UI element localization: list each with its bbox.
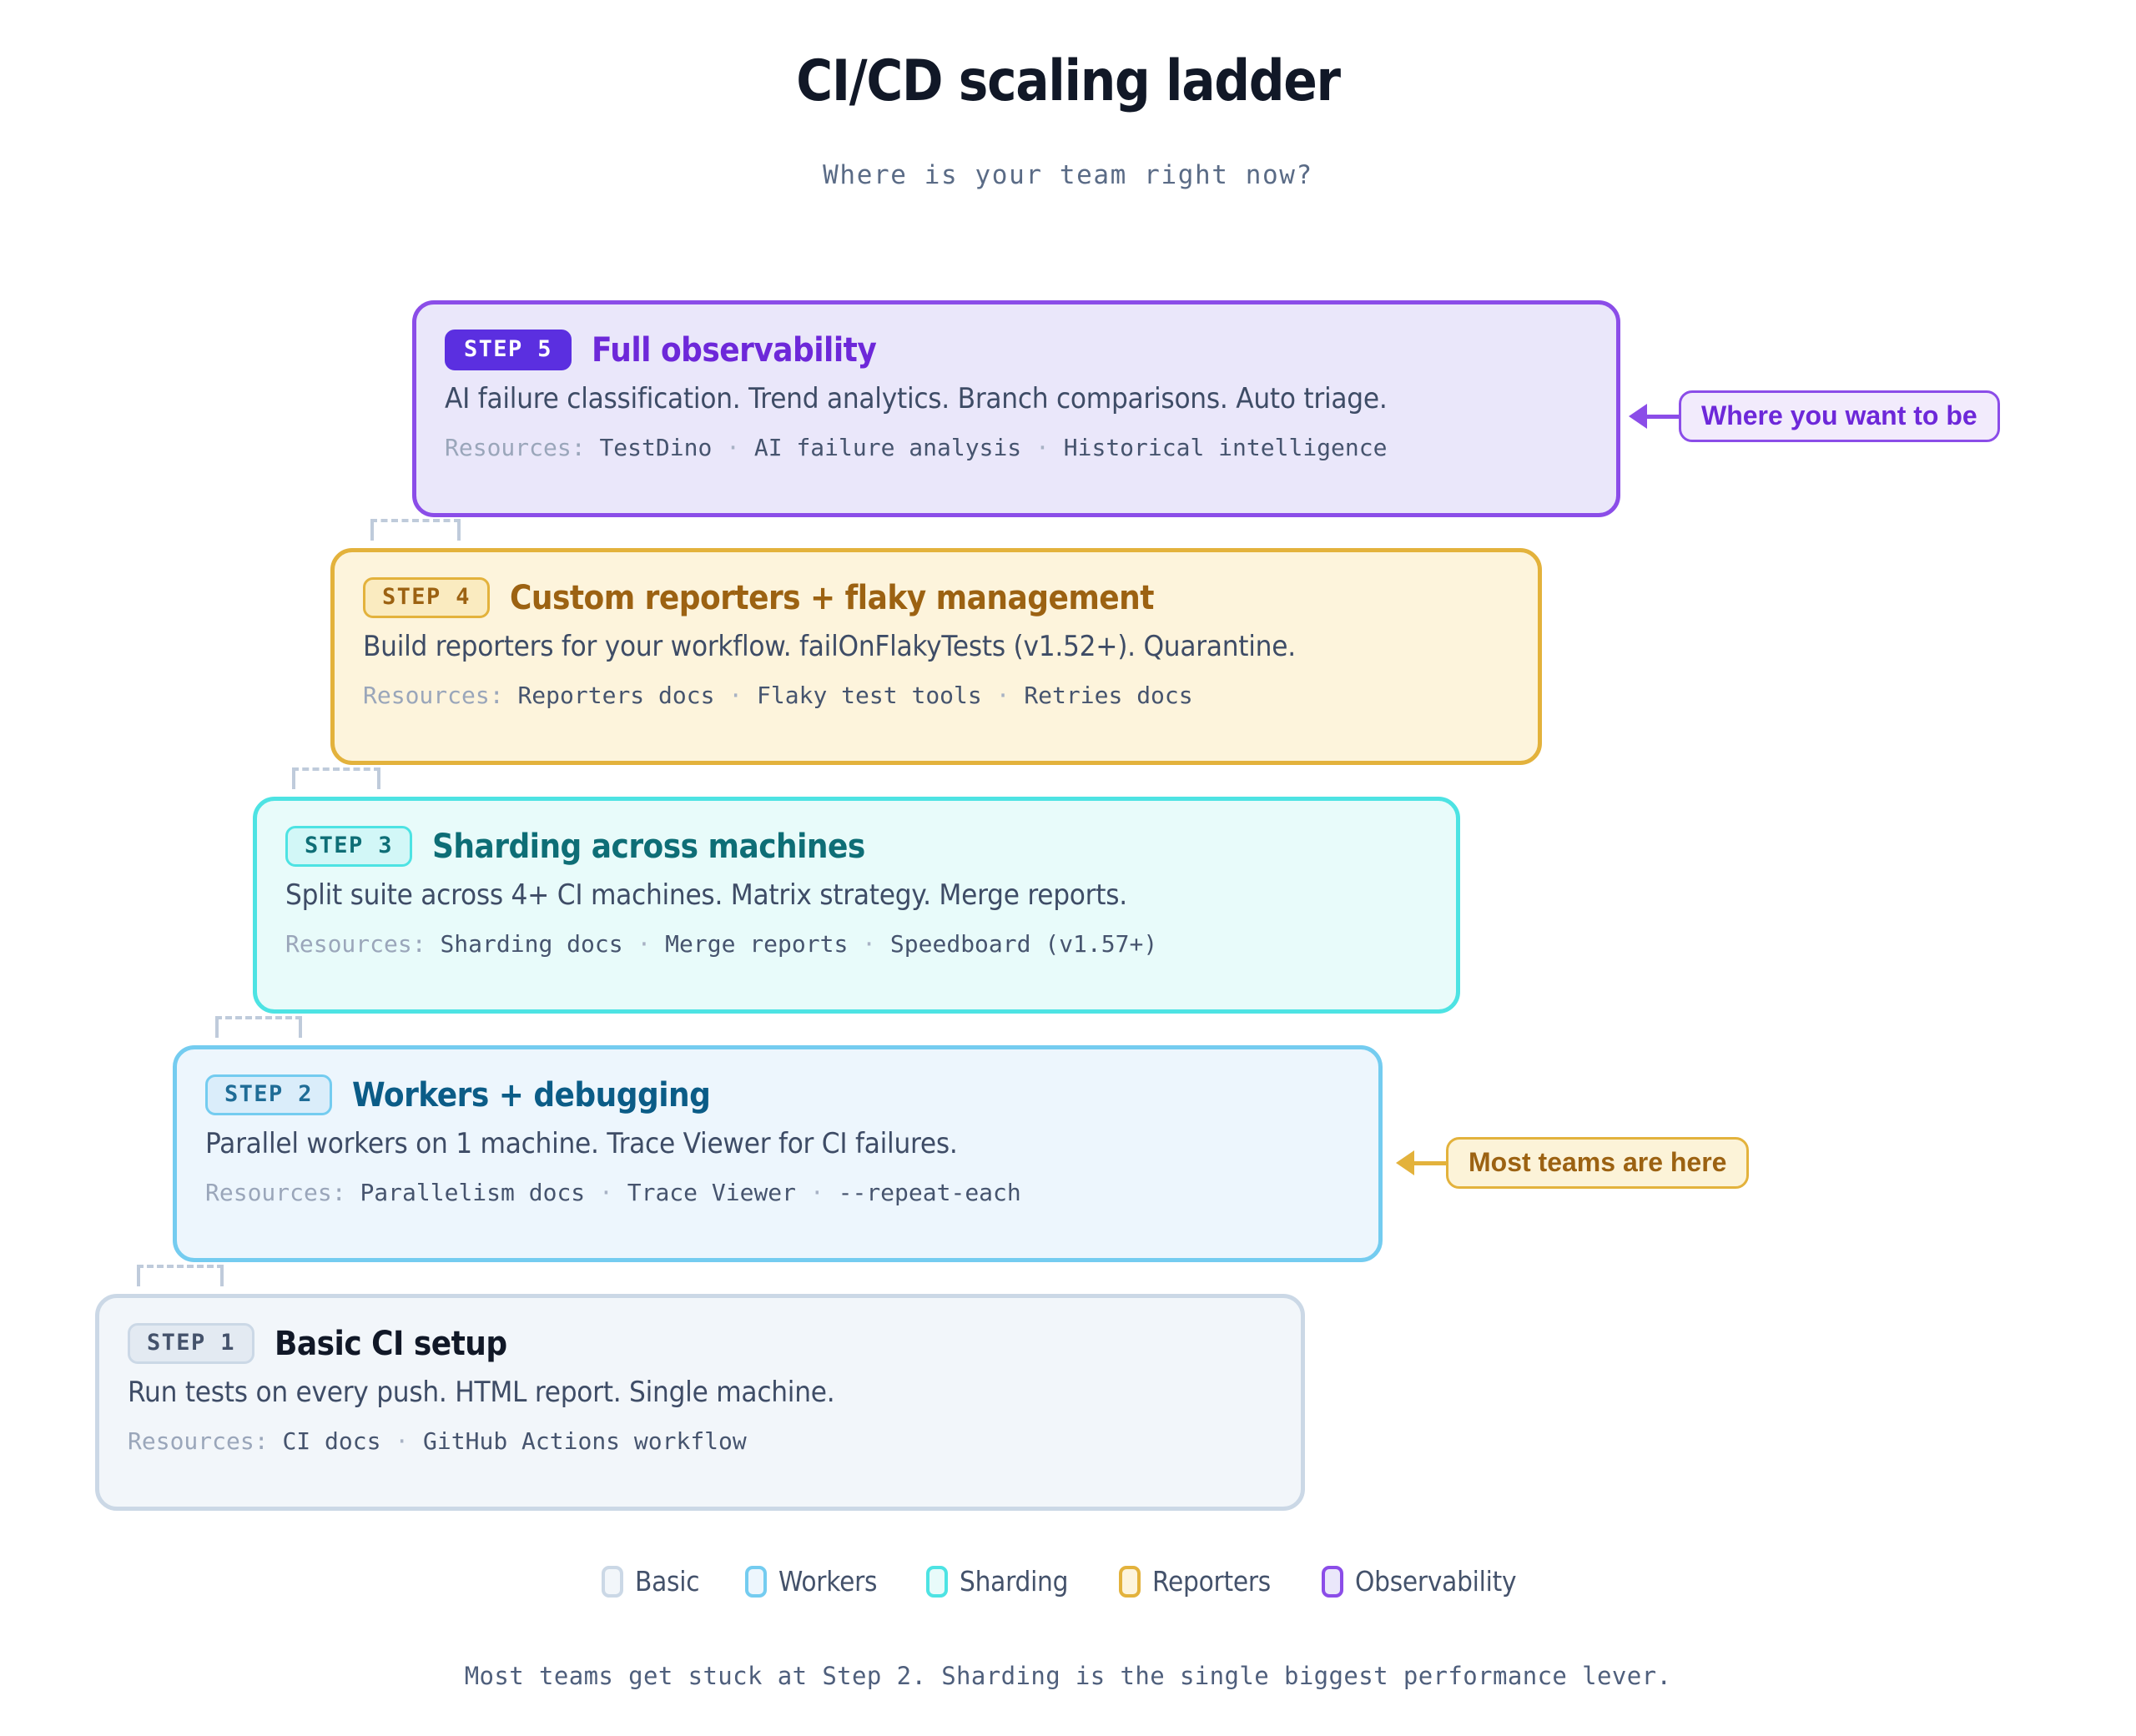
step-title: Full observability [591,330,877,370]
step-title: Sharding across machines [431,827,865,866]
step-title: Custom reporters + flaky management [509,578,1154,617]
legend: Basic Workers Sharding Reporters Observabili… [0,1565,2136,1598]
resource-separator: · [981,682,1025,709]
arrow-left-icon [1396,1150,1414,1175]
annotation-label: Where you want to be [1679,390,2000,442]
step-card-header: STEP 2 Workers + debugging [205,1074,1378,1115]
resource-link[interactable]: AI failure analysis [753,434,1022,461]
legend-item-workers[interactable]: Workers [744,1565,888,1598]
resource-link[interactable]: Sharding docs [440,930,623,958]
resources-label: Resources: [205,1179,360,1206]
connector-5-4 [370,519,461,541]
step-resources: Resources: CI docs · GitHub Actions work… [128,1427,1301,1455]
resource-separator: · [796,1179,839,1206]
legend-item-basic[interactable]: Basic [601,1565,707,1598]
legend-item-observability[interactable]: Observability [1322,1565,1534,1598]
resource-link[interactable]: CI docs [282,1427,381,1455]
resource-link[interactable]: Retries docs [1024,682,1193,709]
legend-item-reporters[interactable]: Reporters [1118,1565,1284,1598]
annotation-label: Most teams are here [1446,1137,1750,1189]
resource-separator: · [712,434,754,461]
resources-label: Resources: [128,1427,283,1455]
legend-label: Workers [778,1565,877,1598]
step-resources: Resources: Sharding docs · Merge reports… [285,930,1456,958]
legend-label: Reporters [1151,1565,1271,1598]
resource-link[interactable]: Historical intelligence [1063,434,1388,461]
step-badge: STEP 3 [285,826,412,867]
step-title: Basic CI setup [274,1324,507,1363]
arrow-left-icon [1629,404,1647,429]
step-description: AI failure classification. Trend analyti… [445,382,1388,415]
legend-swatch-icon [744,1565,767,1598]
step-badge: STEP 2 [205,1074,332,1115]
step-badge: STEP 5 [445,330,572,370]
footer-note: Most teams get stuck at Step 2. Sharding… [464,1662,1672,1690]
legend-label: Observability [1355,1565,1517,1598]
resource-link[interactable]: --repeat-each [838,1179,1021,1206]
legend-swatch-icon [1322,1565,1344,1598]
resource-separator: · [380,1427,424,1455]
legend-label: Basic [634,1565,700,1598]
annotation-observability: Where you want to be [1629,390,2000,442]
resources-label: Resources: [285,930,441,958]
resource-link[interactable]: Reporters docs [517,682,715,709]
step-description: Build reporters for your workflow. failO… [363,630,1296,663]
step-title: Workers + debugging [351,1075,711,1115]
page-subtitle: Where is your team right now? [823,160,1313,190]
step-card-header: STEP 3 Sharding across machines [285,826,1456,867]
step-description: Run tests on every push. HTML report. Si… [128,1376,835,1409]
resource-separator: · [622,930,666,958]
step-badge: STEP 1 [128,1323,254,1364]
arrow-line [1414,1160,1446,1165]
step-description: Split suite across 4+ CI machines. Matri… [285,878,1127,912]
resource-separator: · [848,930,890,958]
annotation-workers: Most teams are here [1396,1137,1750,1189]
resource-link[interactable]: Flaky test tools [757,682,982,709]
resource-separator: · [1021,434,1064,461]
legend-swatch-icon [926,1565,949,1598]
step-resources: Resources: TestDino · AI failure analysi… [445,434,1616,461]
legend-label: Sharding [960,1565,1069,1598]
page-title: CI/CD scaling ladder [796,48,1341,114]
step-resources: Resources: Parallelism docs · Trace View… [205,1179,1378,1206]
step-description: Parallel workers on 1 machine. Trace Vie… [205,1127,958,1160]
resource-separator: · [714,682,758,709]
step-card-header: STEP 5 Full observability [445,330,1616,370]
connector-3-2 [215,1016,302,1038]
resources-label: Resources: [445,434,600,461]
legend-swatch-icon [1118,1565,1141,1598]
resource-link[interactable]: TestDino [599,434,713,461]
resource-separator: · [585,1179,627,1206]
step-card-4[interactable]: STEP 4 Custom reporters + flaky managemen… [330,548,1542,765]
legend-item-sharding[interactable]: Sharding [926,1565,1081,1598]
step-resources: Resources: Reporters docs · Flaky test t… [363,682,1538,709]
resources-label: Resources: [363,682,518,709]
resource-link[interactable]: Speedboard (v1.57+) [889,930,1158,958]
step-card-header: STEP 1 Basic CI setup [128,1323,1301,1364]
step-badge: STEP 4 [363,577,490,618]
connector-4-3 [292,767,380,789]
step-card-header: STEP 4 Custom reporters + flaky managemen… [363,577,1538,618]
arrow-line [1647,414,1679,419]
legend-swatch-icon [601,1565,623,1598]
resource-link[interactable]: Parallelism docs [360,1179,586,1206]
resource-link[interactable]: GitHub Actions workflow [423,1427,747,1455]
resource-link[interactable]: Merge reports [665,930,849,958]
step-card-5[interactable]: STEP 5 Full observability AI failure class… [412,300,1620,517]
connector-2-1 [137,1265,224,1286]
resource-link[interactable]: Trace Viewer [627,1179,797,1206]
